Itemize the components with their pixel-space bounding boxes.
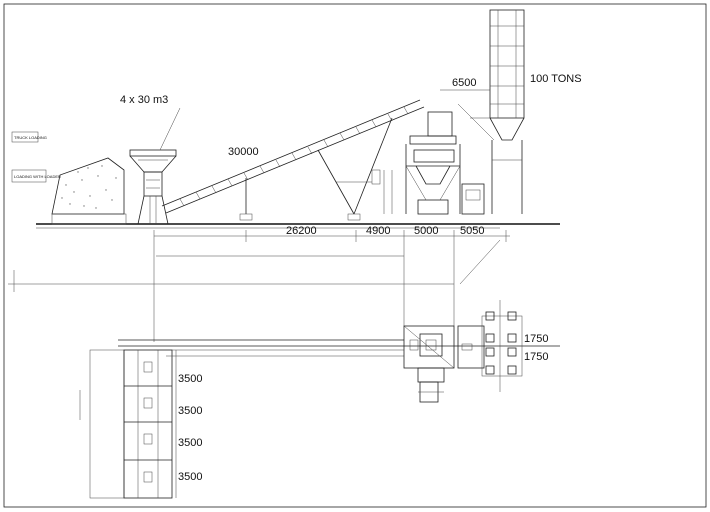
dim-4900-label: 4900 — [366, 225, 390, 237]
cement-silo: 100 TONS — [457, 9, 582, 214]
loader-loading-label: LOADING WITH LOADER — [14, 174, 61, 179]
elevation-dimension-chain: 26200 4900 5000 5050 — [153, 225, 510, 242]
level-callouts: TRUCK LOADING LOADING WITH LOADER — [11, 131, 61, 183]
conveyor-length-label: 30000 — [228, 146, 259, 158]
bin-dimensions: 3500 3500 3500 3500 — [175, 350, 202, 498]
sheet-border — [3, 3, 707, 508]
bins-capacity-label: 4 x 30 m3 — [120, 94, 168, 106]
bins-callout: 4 x 30 m3 — [120, 94, 181, 151]
aggregate-bin-hopper — [129, 149, 177, 225]
dim-6500-label: 6500 — [452, 77, 476, 89]
conveyor-plan — [118, 339, 560, 357]
projection-lines — [8, 239, 501, 342]
dim-1750-label-a: 1750 — [524, 333, 548, 345]
conveyor-supports — [239, 117, 393, 221]
mixer-tower — [371, 111, 461, 215]
dim-5050-label: 5050 — [460, 225, 484, 237]
control-cabin — [461, 183, 485, 215]
dimension-6500: 6500 — [440, 77, 490, 91]
dim-5000-label: 5000 — [414, 225, 438, 237]
elevation-view: 4 x 30 m3 30000 — [11, 9, 582, 242]
dim-26200-label: 26200 — [286, 225, 317, 237]
aggregate-stockpile — [51, 157, 127, 225]
dim-1750-label-b: 1750 — [524, 351, 548, 363]
bin-3500-label-1: 3500 — [178, 373, 202, 385]
cabin-plan — [457, 325, 485, 369]
aggregate-bins-plan — [79, 349, 173, 499]
mixer-plan — [403, 325, 455, 403]
bin-3500-label-3: 3500 — [178, 437, 202, 449]
inclined-belt-conveyor: 30000 — [161, 99, 425, 214]
silo-capacity-label: 100 TONS — [530, 73, 582, 85]
plan-view: 3500 3500 3500 3500 — [79, 300, 560, 499]
bin-3500-label-4: 3500 — [178, 471, 202, 483]
bin-3500-label-2: 3500 — [178, 405, 202, 417]
silo-foundation-plan: 1750 1750 — [481, 300, 548, 392]
truck-loading-label: TRUCK LOADING — [14, 135, 47, 140]
